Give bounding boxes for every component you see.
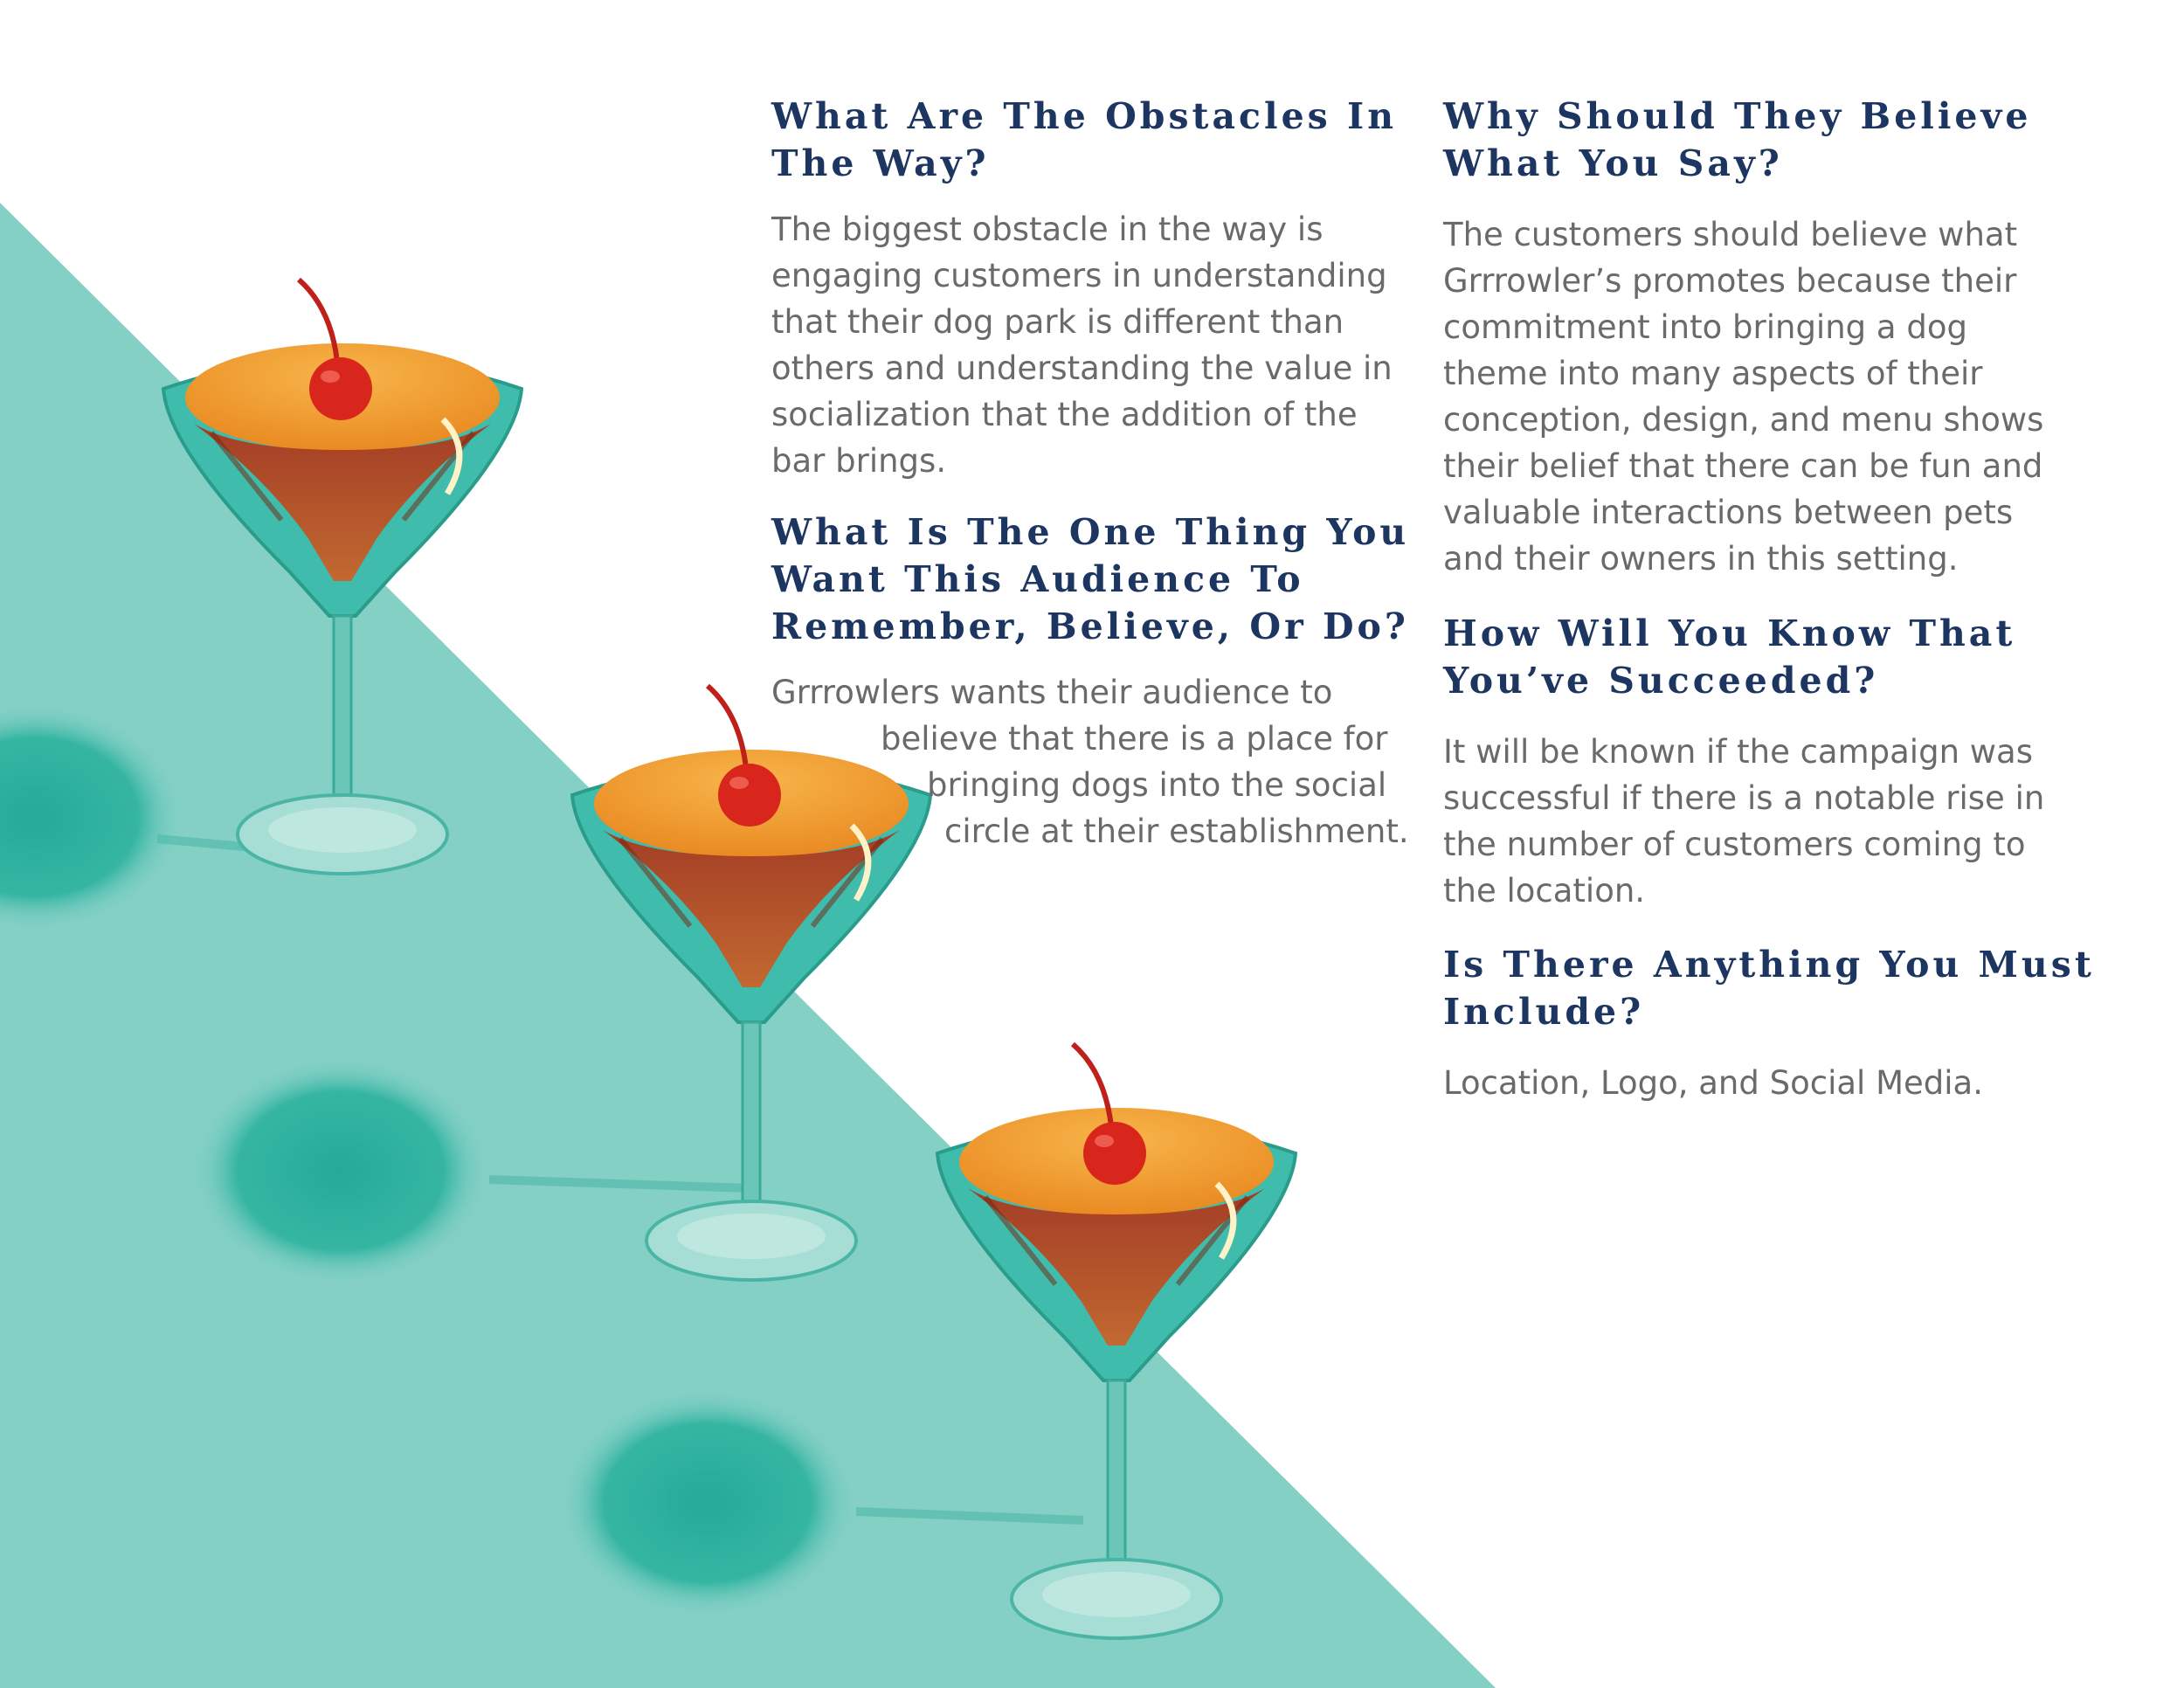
succeeded-body-line: successful if there is a notable rise in	[1443, 779, 2045, 817]
believe-body-line: The customers should believe what	[1443, 216, 2018, 253]
succeeded-body-line: It will be known if the campaign was	[1443, 733, 2033, 771]
include-body-line: Location, Logo, and Social Media.	[1443, 1064, 1983, 1102]
include-heading-line: Is There Anything You Must	[1443, 944, 2095, 986]
one-thing-heading: What Is The One Thing You Want This Audi…	[771, 508, 1435, 650]
one-thing-body-line: circle at their establishment.	[944, 813, 1409, 850]
one-thing-heading-line: What Is The One Thing You	[771, 511, 1410, 553]
obstacles-heading: What Are The Obstacles In The Way?	[771, 93, 1435, 187]
include-body: Location, Logo, and Social Media.	[1443, 1060, 2151, 1106]
include-section: Is There Anything You Must Include? Loca…	[1443, 941, 2151, 1106]
believe-body-line: conception, design, and menu shows	[1443, 401, 2044, 439]
believe-heading: Why Should They Believe What You Say?	[1443, 93, 2151, 187]
include-heading-line: Include?	[1443, 991, 1645, 1033]
obstacles-body-line: others and understanding the value in	[771, 349, 1393, 387]
believe-body-line: theme into many aspects of their	[1443, 355, 1983, 392]
obstacles-body-line: The biggest obstacle in the way is	[771, 211, 1324, 248]
include-heading: Is There Anything You Must Include?	[1443, 941, 2151, 1035]
believe-section: Why Should They Believe What You Say? Th…	[1443, 93, 2151, 582]
believe-body-line: commitment into bringing a dog	[1443, 308, 1967, 346]
succeeded-heading-line: You’ve Succeeded?	[1443, 660, 1879, 702]
one-thing-body: Grrrowlers wants their audience to belie…	[771, 669, 1435, 854]
succeeded-body-line: the number of customers coming to	[1443, 826, 2026, 863]
obstacles-heading-line: What Are The Obstacles In	[771, 95, 1398, 137]
obstacles-body-line: engaging customers in understanding	[771, 257, 1387, 294]
succeeded-body: It will be known if the campaign was suc…	[1443, 729, 2151, 914]
believe-body-line: Grrrowler’s promotes because their	[1443, 262, 2017, 300]
one-thing-body-line: Grrrowlers wants their audience to	[771, 674, 1333, 711]
glass-shadows	[0, 703, 1084, 1616]
believe-body-line: valuable interactions between pets	[1443, 494, 2014, 531]
succeeded-section: How Will You Know That You’ve Succeeded?…	[1443, 610, 2151, 914]
obstacles-body-line: socialization that the addition of the	[771, 396, 1358, 433]
succeeded-heading-line: How Will You Know That	[1443, 612, 2016, 654]
obstacles-body-line: bar brings.	[771, 442, 947, 480]
succeeded-body-line: the location.	[1443, 872, 1646, 910]
believe-body-line: their belief that there can be fun and	[1443, 447, 2043, 485]
obstacles-body: The biggest obstacle in the way is engag…	[771, 206, 1435, 484]
believe-heading-line: What You Say?	[1443, 142, 1783, 184]
believe-body: The customers should believe what Grrrow…	[1443, 211, 2151, 582]
believe-body-line: and their owners in this setting.	[1443, 540, 1959, 578]
one-thing-body-line: believe that there is a place for	[881, 720, 1388, 758]
obstacles-section: What Are The Obstacles In The Way? The b…	[771, 93, 1435, 484]
one-thing-heading-line: Want This Audience To	[771, 558, 1304, 600]
obstacles-heading-line: The Way?	[771, 142, 990, 184]
believe-heading-line: Why Should They Believe	[1443, 95, 2032, 137]
one-thing-section: What Is The One Thing You Want This Audi…	[771, 508, 1435, 854]
one-thing-body-line: bringing dogs into the social	[927, 766, 1387, 804]
one-thing-heading-line: Remember, Believe, Or Do?	[771, 605, 1409, 647]
succeeded-heading: How Will You Know That You’ve Succeeded?	[1443, 610, 2151, 704]
obstacles-body-line: that their dog park is different than	[771, 303, 1344, 341]
